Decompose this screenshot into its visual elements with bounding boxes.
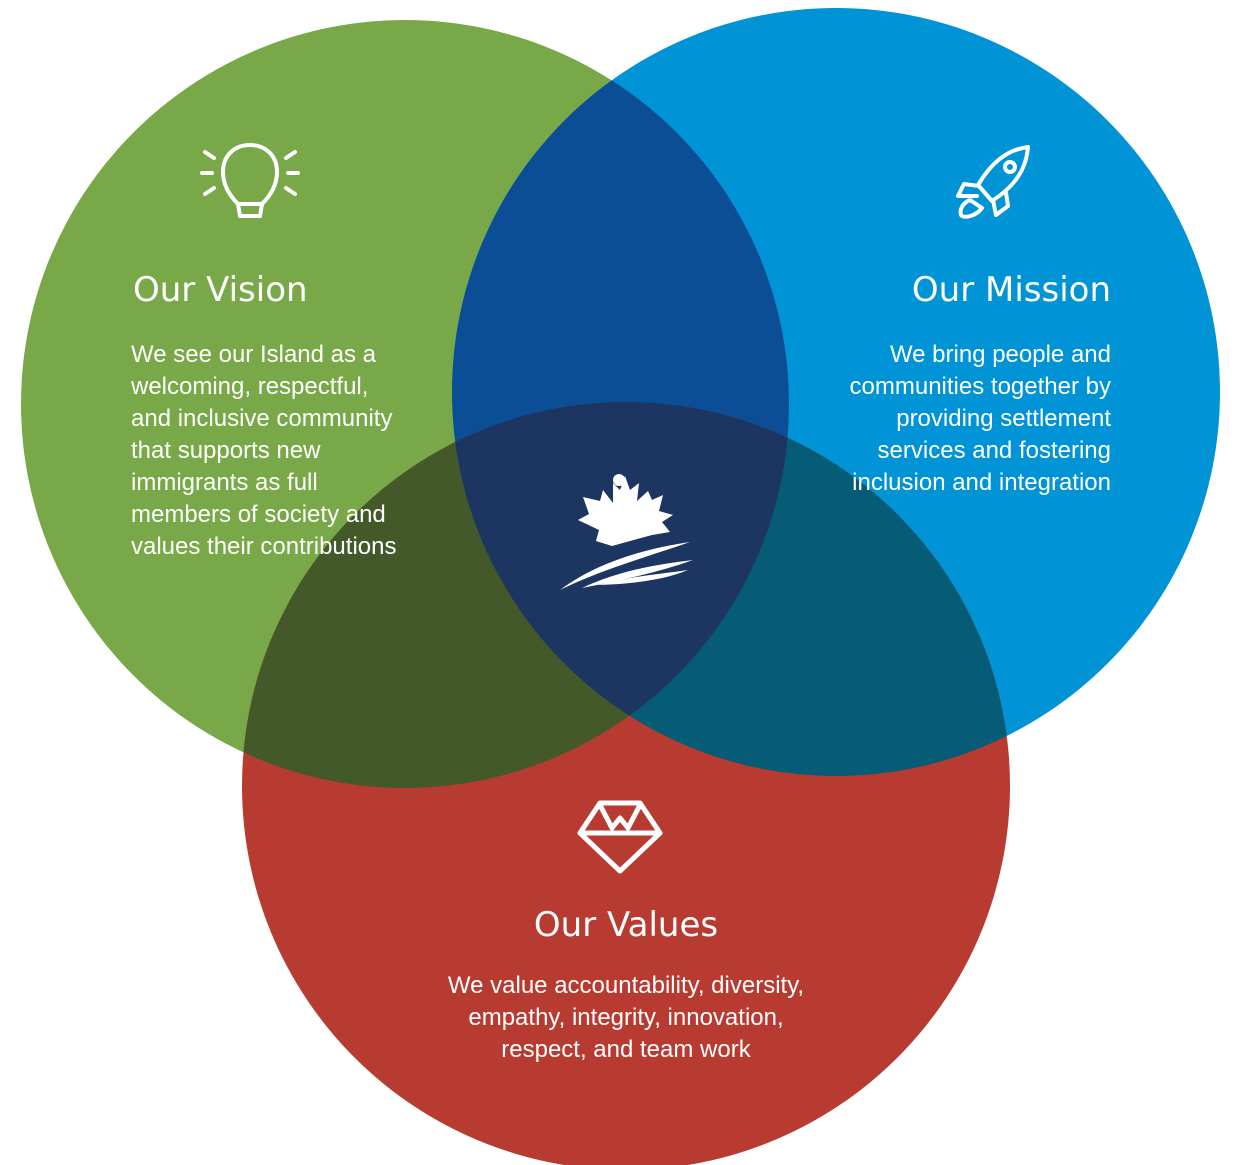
mission-description: We bring people and communities together… (850, 339, 1111, 499)
rocket-icon (956, 145, 1030, 219)
vision-line: and inclusive community (131, 405, 393, 432)
mission-title: Our Mission (911, 270, 1111, 310)
mission-line: We bring people and (889, 341, 1111, 368)
mission-values-overlap (452, 402, 1010, 776)
mission-line: providing settlement (896, 405, 1111, 432)
mission-line: services and fostering (877, 437, 1111, 464)
lightbulb-icon (200, 143, 300, 218)
values-line: empathy, integrity, innovation, (468, 1004, 784, 1031)
vision-line: immigrants as full (131, 469, 318, 496)
maple-leaf-logo-icon (560, 474, 693, 590)
vision-line: members of society and (131, 501, 386, 528)
vision-line: that supports new (131, 437, 321, 464)
vision-line: values their contributions (131, 533, 397, 560)
mission-line: inclusion and integration (852, 469, 1111, 496)
values-description: We value accountability, diversity, empa… (0, 970, 1235, 1066)
values-line: We value accountability, diversity, (447, 972, 805, 999)
vision-line: We see our Island as a (131, 341, 377, 368)
vision-title: Our Vision (133, 270, 308, 310)
values-title: Our Values (533, 905, 719, 945)
values-line: respect, and team work (501, 1036, 751, 1063)
diamond-icon (577, 800, 663, 874)
vision-line: welcoming, respectful, (131, 373, 369, 400)
mission-line: communities together by (849, 373, 1111, 400)
vision-description: We see our Island as a welcoming, respec… (131, 339, 396, 563)
